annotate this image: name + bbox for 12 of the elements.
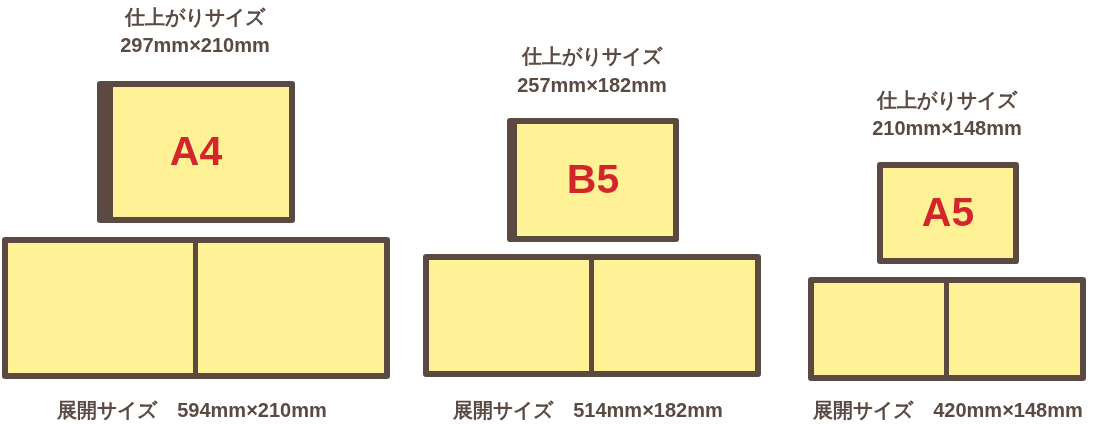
size-value: 257mm×182mm — [517, 72, 667, 98]
size-value: 297mm×210mm — [120, 32, 270, 58]
spread-size-text: 展開サイズ 594mm×210mm — [57, 397, 327, 423]
format-label: A4 — [169, 129, 223, 175]
size-value: 210mm×148mm — [872, 115, 1022, 141]
spread-size-text: 展開サイズ 514mm×182mm — [453, 397, 723, 423]
format-label: B5 — [566, 157, 620, 203]
size-heading: 仕上がりサイズ — [522, 43, 662, 69]
spread-size-text: 展開サイズ 420mm×148mm — [813, 397, 1083, 423]
size-heading: 仕上がりサイズ — [877, 87, 1017, 113]
size-heading: 仕上がりサイズ — [125, 4, 265, 30]
format-label: A5 — [921, 190, 975, 236]
